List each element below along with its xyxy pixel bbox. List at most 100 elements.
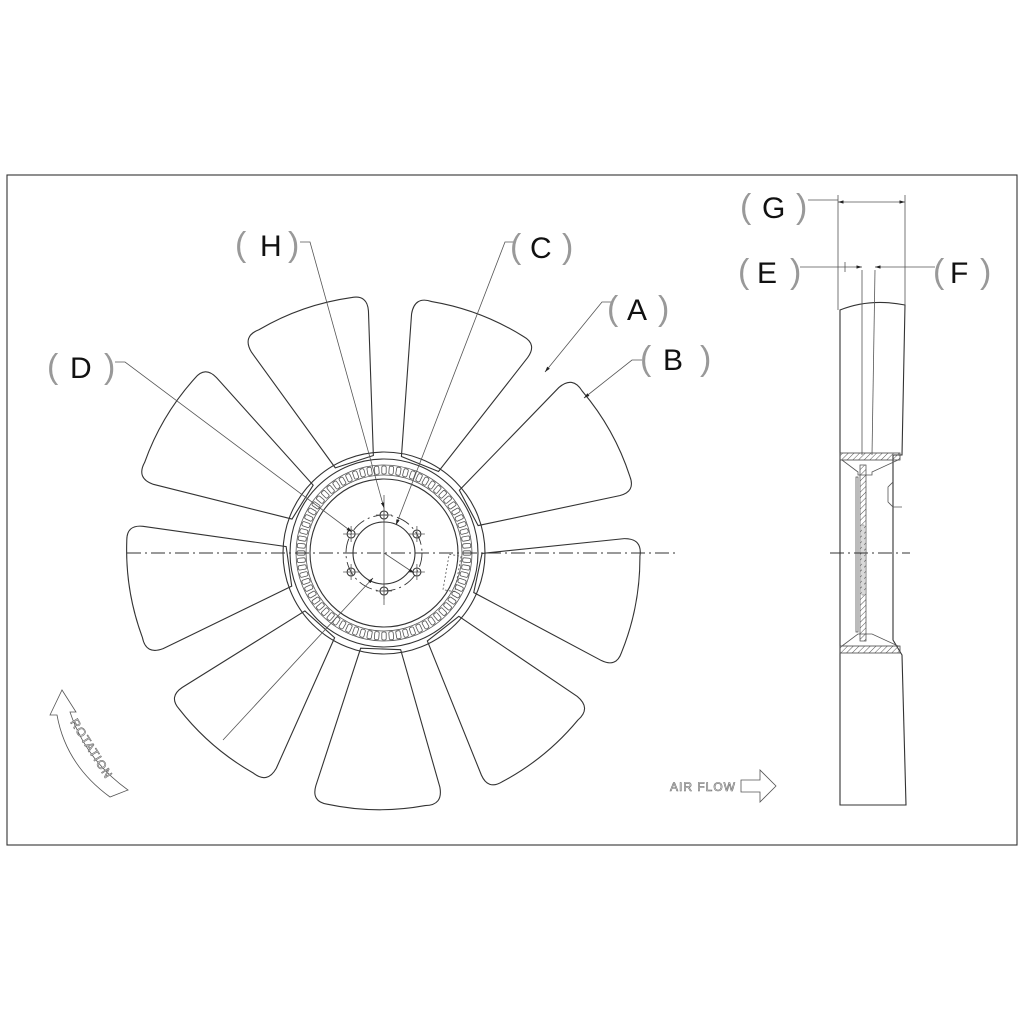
hub-slot xyxy=(301,521,311,529)
fan-blade xyxy=(473,538,641,664)
hub-slot xyxy=(345,623,353,633)
hub-slot xyxy=(299,528,309,535)
hub-slot xyxy=(297,564,307,571)
hub-slot xyxy=(304,584,314,592)
svg-text:(: ( xyxy=(235,226,247,264)
fan-side-view: (G) (E) (F) xyxy=(738,188,991,806)
hub-slot xyxy=(462,557,472,564)
hub-slot xyxy=(443,495,452,504)
hub-slot xyxy=(408,470,416,480)
svg-text:B: B xyxy=(663,344,683,377)
label-f: (F) xyxy=(933,253,991,291)
label-g: ( G) xyxy=(740,188,807,226)
hub-slot xyxy=(421,476,430,486)
hub-slot xyxy=(307,507,317,516)
hub-slot xyxy=(402,628,409,638)
leader-c xyxy=(395,241,515,526)
svg-text:(: ( xyxy=(607,290,619,328)
svg-text:(: ( xyxy=(740,188,752,226)
hub-slot xyxy=(307,590,317,599)
leader-a xyxy=(544,301,612,373)
fan-blade xyxy=(173,610,336,779)
leader-b xyxy=(583,359,642,399)
svg-text:): ) xyxy=(562,228,573,266)
hub-slot xyxy=(388,631,395,641)
fan-front-view: (H) (C) (A) (B) (D) ROTATION AIR FLOW xyxy=(47,226,777,811)
svg-text:): ) xyxy=(104,348,115,386)
hub-slot xyxy=(326,485,335,494)
svg-text:F: F xyxy=(950,257,968,290)
label-a: (A) xyxy=(607,290,669,328)
drawing-frame xyxy=(6,174,1018,846)
leader-h xyxy=(300,241,385,509)
fan-blade xyxy=(314,647,441,811)
hub-slot xyxy=(381,465,387,475)
hub-slot xyxy=(296,557,306,564)
svg-text:(: ( xyxy=(738,253,750,291)
label-h: ( H) xyxy=(235,226,299,264)
hub-slot xyxy=(316,602,325,611)
hub-slot xyxy=(443,602,452,611)
hub-slot xyxy=(447,596,457,605)
svg-text:): ) xyxy=(980,253,991,291)
hub-slot xyxy=(352,626,360,636)
svg-text:H: H xyxy=(260,230,282,263)
hub-slot xyxy=(316,495,325,504)
hub-slot xyxy=(373,465,380,475)
svg-text:): ) xyxy=(790,253,801,291)
svg-text:G: G xyxy=(762,192,785,225)
leader-d xyxy=(115,361,353,533)
hub-slot xyxy=(459,528,469,535)
hub-slot xyxy=(421,620,430,630)
hub-slot xyxy=(395,466,402,476)
hub-slot xyxy=(321,490,330,499)
hub-slot xyxy=(438,607,447,616)
hub-slot xyxy=(311,596,321,605)
hub-slot xyxy=(332,480,341,490)
svg-text:AIR FLOW: AIR FLOW xyxy=(670,780,736,794)
hub-slot xyxy=(301,577,311,585)
svg-text:): ) xyxy=(796,188,807,226)
label-e: (E) xyxy=(738,253,801,291)
hub-slot xyxy=(395,630,402,640)
hub-slot xyxy=(451,590,461,599)
hub-slot xyxy=(338,620,347,630)
fan-blade xyxy=(126,525,293,651)
hub-slot xyxy=(451,507,461,516)
svg-text:D: D xyxy=(70,352,92,385)
hub-slot xyxy=(402,468,409,478)
hub-slot xyxy=(381,631,387,641)
hub-slot xyxy=(461,564,471,571)
label-d: ( D) xyxy=(47,348,115,386)
svg-text:E: E xyxy=(757,257,777,290)
fan-blade xyxy=(426,615,586,786)
hub-slot xyxy=(345,473,353,483)
svg-text:): ) xyxy=(288,226,299,264)
svg-text:(: ( xyxy=(510,228,522,266)
hub-slot xyxy=(304,514,314,522)
hub-slot xyxy=(433,612,442,621)
hub-slot xyxy=(359,628,366,638)
hub-slot xyxy=(427,616,436,626)
hub-slot xyxy=(326,612,335,621)
hub-slot xyxy=(461,535,471,542)
hub-slot xyxy=(415,473,423,483)
hub-slot xyxy=(359,468,366,478)
hub-slot xyxy=(438,490,447,499)
hub-slot xyxy=(373,631,380,641)
rotation-arrow: ROTATION xyxy=(49,689,129,798)
hub-slot xyxy=(366,630,373,640)
hub-slot xyxy=(321,607,330,616)
fan-blade xyxy=(141,371,314,520)
hub-slot xyxy=(457,577,467,585)
hub-slot xyxy=(338,476,347,486)
hub-slots xyxy=(296,465,472,641)
svg-text:(: ( xyxy=(640,340,652,378)
svg-text:): ) xyxy=(700,340,711,378)
hub-slot xyxy=(408,626,416,636)
svg-text:(: ( xyxy=(47,348,59,386)
svg-text:): ) xyxy=(658,290,669,328)
svg-text:A: A xyxy=(627,294,647,327)
fan-blade xyxy=(400,299,533,473)
air-flow-arrow: AIR FLOW xyxy=(670,769,777,803)
